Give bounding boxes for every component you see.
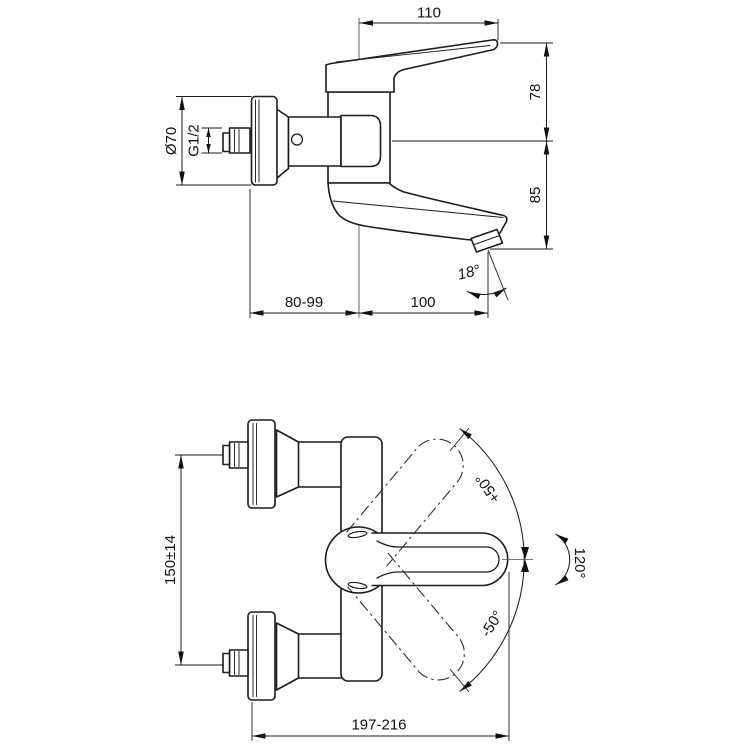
dim-150-label: 150±14 [162, 535, 179, 585]
dim-78-label: 78 [527, 84, 544, 101]
top-thread-lines [234, 443, 240, 467]
lever-handle-side [325, 39, 499, 93]
union-nut [340, 114, 382, 168]
nipple-collar [222, 132, 231, 153]
dim-150-extensions [175, 454, 223, 666]
lever-front [371, 532, 509, 587]
top-nipple-collar [222, 444, 231, 466]
dim-85-label: 85 [527, 187, 544, 204]
wall-flange [250, 95, 278, 186]
bottom-inlet-arm [297, 633, 342, 679]
lever-ridge-line [335, 45, 491, 63]
aerator [470, 228, 504, 253]
dim-8099-label: 80-99 [285, 294, 323, 311]
rotation-label: 120° [571, 547, 588, 578]
grip-mark-top [347, 530, 368, 539]
bottom-nipple-collar [222, 652, 231, 674]
dim-g12-extensions [201, 127, 222, 154]
flange-rim-lines [255, 99, 260, 183]
screw-hole [290, 133, 304, 146]
outlet-angle-label: 18° [456, 262, 482, 284]
dim-bottom-extensions [249, 189, 489, 318]
lever-front-inner [376, 540, 500, 579]
lever-tip-marker [521, 547, 529, 572]
top-flange-rim-lines [252, 423, 257, 505]
top-inlet-arm [297, 441, 342, 488]
spout-outline [327, 182, 508, 241]
dim-100-label: 100 [410, 294, 435, 311]
bottom-escutcheon-cone [275, 622, 300, 691]
swing-arc [459, 428, 525, 692]
dim-110-label: 110 [417, 5, 441, 22]
dim-d70-extensions [176, 96, 252, 186]
bottom-flange-rim-lines [252, 615, 257, 697]
bottom-wall-flange [247, 611, 276, 701]
outlet-angle-arc [466, 287, 507, 299]
spout-shading-line [332, 200, 504, 218]
front-view: +50° -50° 120° 150±14 197-216 [162, 419, 588, 741]
swing-down-label: -50° [478, 608, 507, 640]
side-view: 110 78 85 Ø70 G1/2 80-99 100 18° [163, 5, 553, 318]
swing-up-label: +50° [472, 470, 504, 506]
grip-mark-bottom [347, 581, 368, 590]
aerator-inner-line [474, 235, 500, 245]
escutcheon-cone [275, 108, 290, 180]
bottom-thread-lines [234, 651, 240, 675]
top-escutcheon-cone [275, 429, 300, 498]
dim-g12-label: G1/2 [186, 124, 203, 157]
rotation-arrow [555, 533, 571, 586]
top-wall-flange [247, 419, 276, 509]
thread-nipple [228, 127, 251, 154]
thread-lines [234, 129, 240, 152]
dim-d70-label: Ø70 [163, 127, 180, 155]
dim-197-label: 197-216 [351, 717, 406, 734]
